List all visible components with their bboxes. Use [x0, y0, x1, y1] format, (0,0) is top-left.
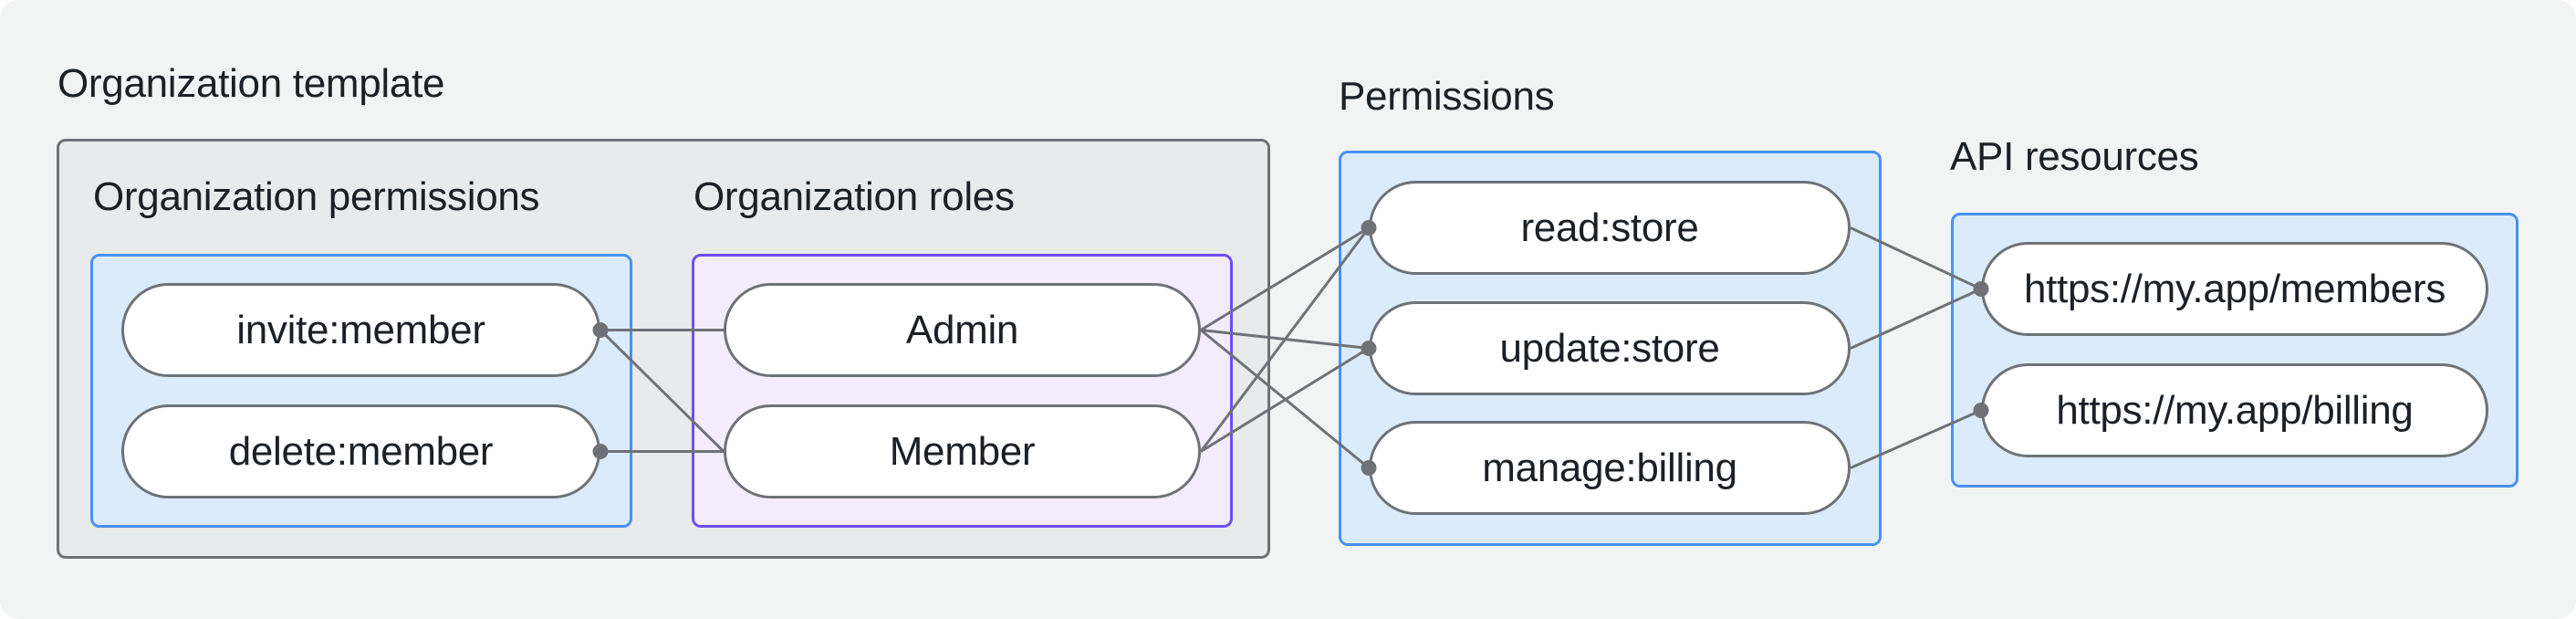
- permissions-box: [1339, 151, 1882, 546]
- api-resources-box: [1951, 213, 2519, 488]
- organization-permissions-label: Organization permissions: [93, 174, 540, 219]
- permissions-label: Permissions: [1339, 74, 1555, 119]
- api-resources-label: API resources: [1950, 134, 2199, 179]
- organization-roles-box: [692, 254, 1233, 528]
- organization-template-label: Organization template: [57, 61, 445, 106]
- organization-permissions-box: [90, 254, 632, 528]
- organization-roles-label: Organization roles: [694, 174, 1015, 219]
